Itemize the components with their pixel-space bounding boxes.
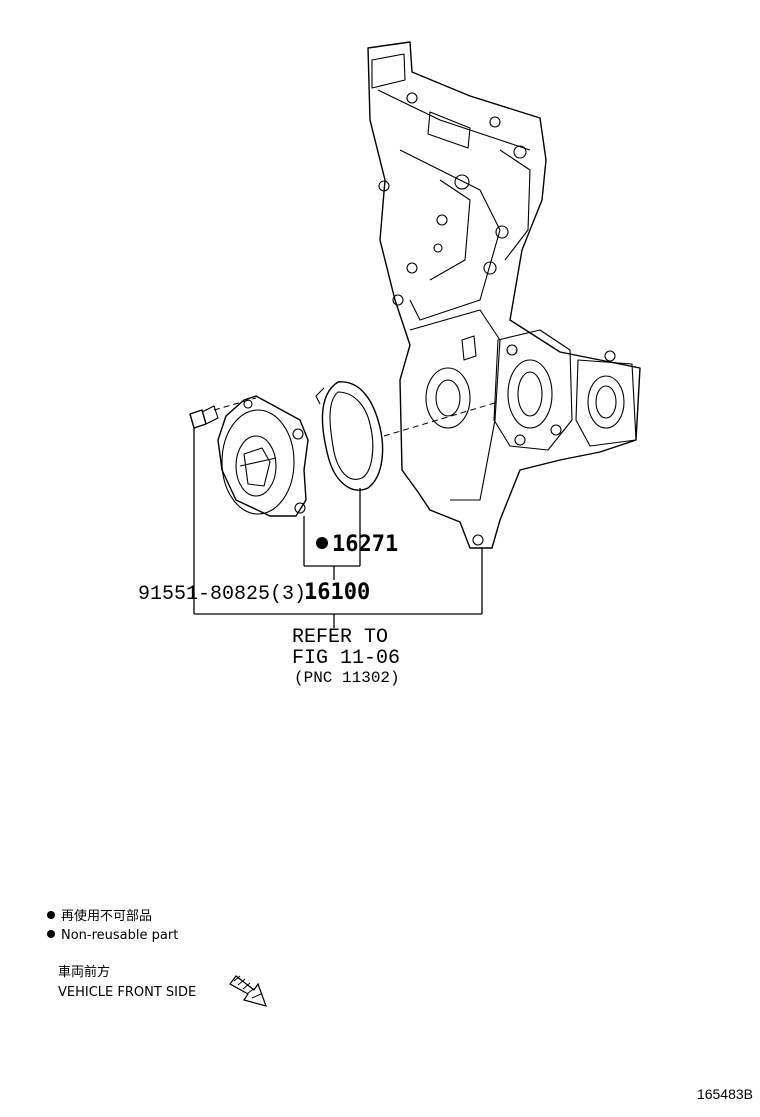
nonreusable-bullet-icon <box>316 537 328 549</box>
nonreusable-label-en: Non-reusable part <box>61 928 178 943</box>
front-label-jp: 車両前方 <box>58 964 110 980</box>
front-label-en: VEHICLE FRONT SIDE <box>58 985 196 1000</box>
water-pump-gasket <box>315 381 384 491</box>
leader-lines <box>193 428 483 628</box>
nonreusable-label-jp: 再使用不可部品 <box>61 908 152 924</box>
refer-line-3: (PNC 11302) <box>294 669 400 687</box>
legend-bullet-icon <box>47 930 55 938</box>
water-pump-assembly <box>217 395 309 517</box>
refer-line-2: FIG 11-06 <box>292 647 400 670</box>
legend-bullet-icon <box>47 911 55 919</box>
gasket-part-number: 16271 <box>332 532 398 557</box>
figure-number: 165483B <box>697 1086 753 1102</box>
refer-line-1: REFER TO <box>292 626 388 649</box>
alignment-lines <box>213 397 499 437</box>
hatched-arrow-icon <box>229 975 267 1007</box>
timing-chain-cover <box>367 41 641 549</box>
water-pump-part-number: 16100 <box>304 580 370 605</box>
bolt-part-number: 91551-80825(3) <box>138 583 306 606</box>
bolt <box>189 405 219 429</box>
legend: 再使用不可部品 Non-reusable part 車両前方 VEHICLE F… <box>47 908 196 1000</box>
